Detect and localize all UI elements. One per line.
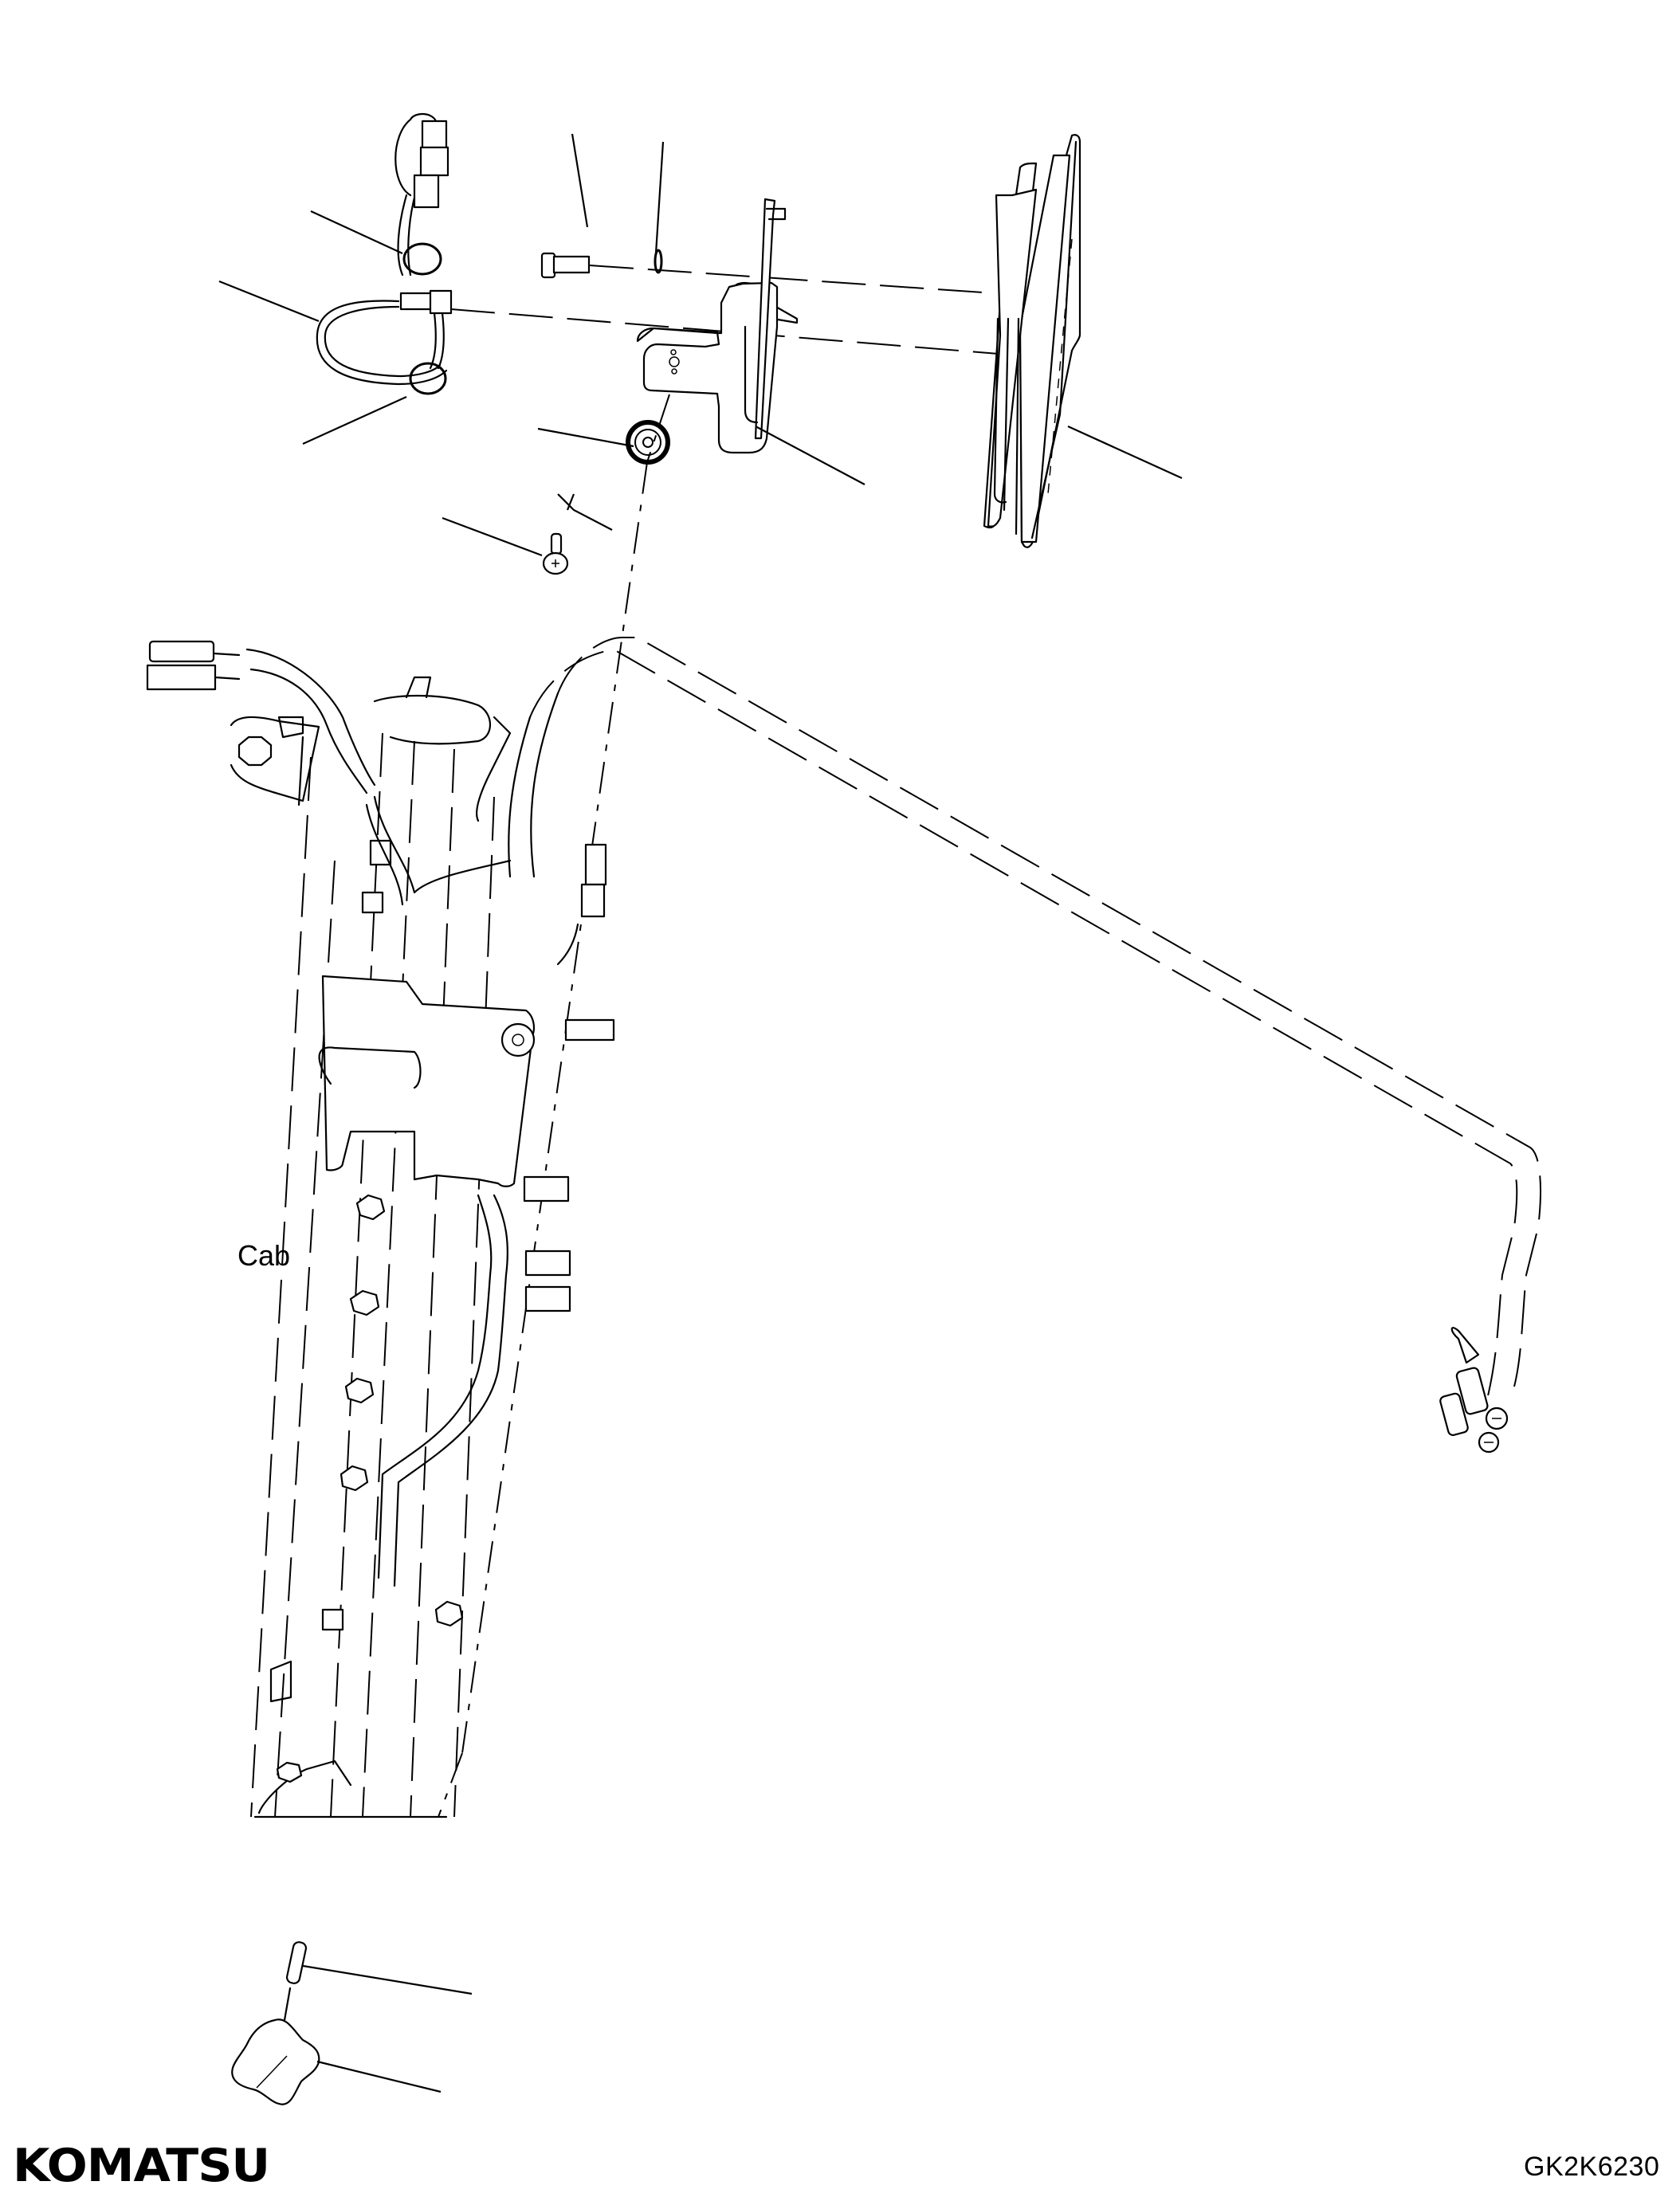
knurled-knob-nut [626, 420, 670, 465]
mounting-bracket [636, 198, 799, 454]
pillar-bolts [321, 891, 464, 1631]
komatsu-logo: KOMATSU [13, 2139, 270, 2193]
cab-label: Cab [237, 1239, 291, 1272]
star-knob [231, 2018, 320, 2105]
bolt [540, 252, 591, 279]
callout-leaders [218, 133, 1183, 2093]
cable-harness [316, 113, 453, 395]
stud-pin [285, 1941, 308, 1984]
end-connectors [1439, 1327, 1509, 1454]
cab-pillar [146, 640, 615, 1818]
washer [654, 249, 663, 274]
monitor-display [983, 134, 1081, 548]
drawing-number: GK2K6230 [1524, 2152, 1660, 2182]
screw [542, 532, 569, 575]
extension-cable [508, 637, 1541, 1403]
